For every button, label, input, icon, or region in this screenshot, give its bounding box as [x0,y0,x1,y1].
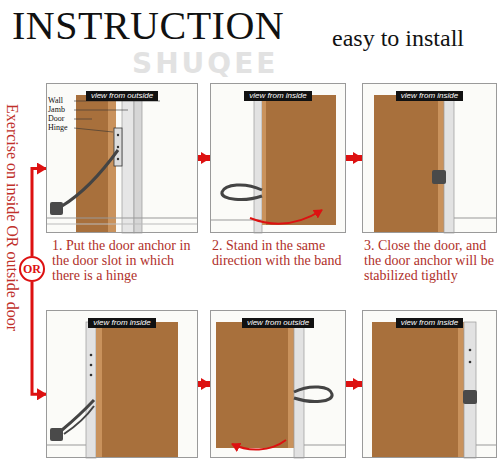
view-label: view from inside [88,318,155,328]
flow-arrow [346,155,362,161]
step-panel: view from inside [46,310,198,458]
flow-arrow [32,169,46,257]
part-name: Wall [48,96,63,105]
step-panel: view from outside [46,83,198,233]
step-text: 2. Stand in the same direction with the … [212,238,348,268]
subtitle: easy to install [332,24,464,52]
step-panel: view from inside [210,83,346,233]
part-name: Jamb [48,105,65,114]
flow-arrow [198,155,210,161]
flow-arrow [198,381,210,387]
watermark: SHUQEE [132,48,278,80]
step-text: 3. Close the door, and the door anchor w… [364,238,496,283]
step-panel: view from outside [210,310,346,458]
or-text: OR [23,263,41,275]
title: INSTRUCTION [12,4,284,48]
view-label: view from inside [396,318,463,328]
step-panel: view from inside [362,310,497,458]
view-label: view from outside [86,91,158,101]
view-label: view from outside [242,318,314,328]
part-name: Door [48,114,64,123]
view-label: view from inside [396,91,463,101]
flow-arrow [32,282,46,394]
view-label: view from inside [244,91,311,101]
part-name: Hinge [48,123,68,132]
side-note: Exercise on inside OR outside door [4,104,21,331]
flow-arrow [346,381,362,387]
or-circle: OR [19,256,45,282]
step-text: 1. Put the door anchor in the door slot … [52,238,202,283]
step-panel: view from inside [362,83,497,233]
